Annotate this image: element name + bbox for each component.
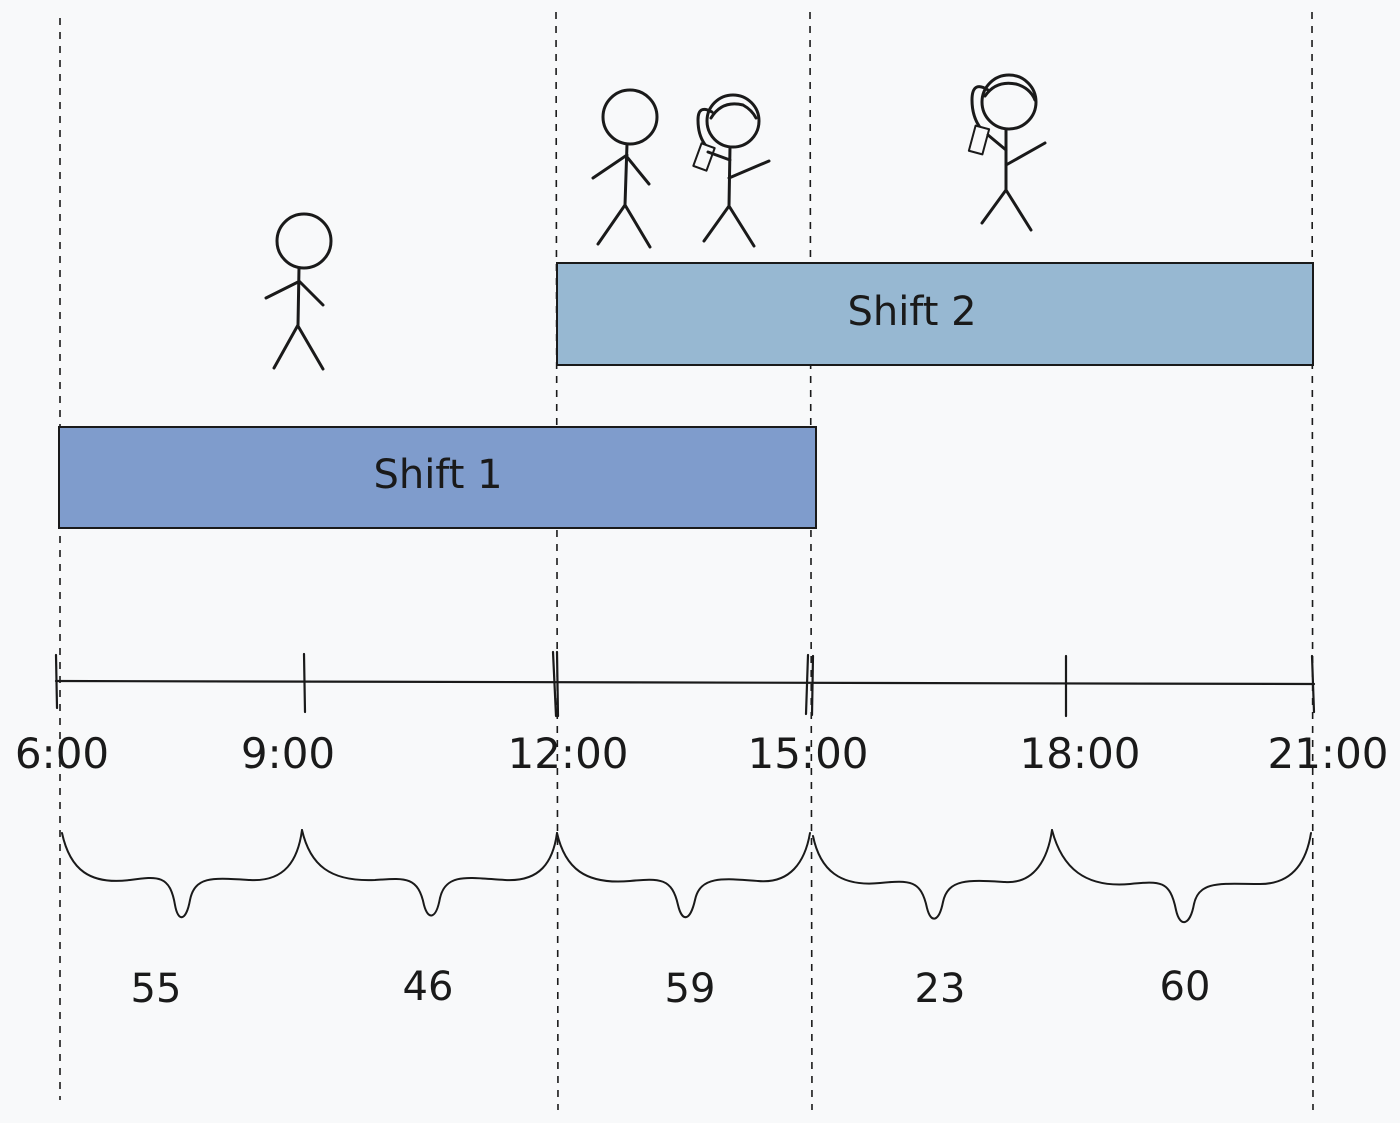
shift-2-label: Shift 2 [847,289,976,335]
timeline-labels: 6:00 9:00 12:00 15:00 18:00 21:00 [15,729,1389,778]
person-with-ponytail-icon [967,73,1047,232]
timeline-tick [551,650,560,718]
demand-value: 55 [131,966,182,1012]
timeline-tick [804,653,815,717]
time-label: 21:00 [1267,729,1388,778]
demand-value: 46 [403,964,454,1010]
guide-lines [59,11,1314,1111]
person-icon [591,88,659,249]
timeline-tick [302,652,307,714]
shift-2-bar: Shift 2 [556,262,1314,366]
guide-line-15 [809,11,813,1111]
demand-value: 60 [1160,964,1211,1010]
shift-1-rect [58,426,817,529]
person-icon [264,212,333,371]
shift-1-label: Shift 1 [373,452,502,498]
timeline-axis [54,650,1316,718]
time-label: 15:00 [747,729,868,778]
brace [812,829,1053,920]
shift-1-bar: Shift 1 [58,426,817,529]
demand-value: 59 [665,966,716,1012]
shift-2-rect [556,262,1314,366]
demand-value: 23 [915,966,966,1012]
time-label: 18:00 [1019,729,1140,778]
timeline-line [54,679,1316,686]
guide-line-21 [1311,11,1314,1111]
demand-values: 55 46 59 23 60 [131,964,1211,1012]
guide-line-12 [555,11,559,1111]
person-with-ponytail-icon [692,93,771,248]
timeline-tick [54,653,59,710]
timeline-tick [1310,654,1316,714]
time-label: 9:00 [241,729,335,778]
brace [556,832,811,919]
brace [1051,829,1312,923]
brace [301,829,558,917]
time-label: 6:00 [15,729,109,778]
time-label: 12:00 [507,729,628,778]
interval-braces [61,829,1312,923]
brace [61,829,303,919]
